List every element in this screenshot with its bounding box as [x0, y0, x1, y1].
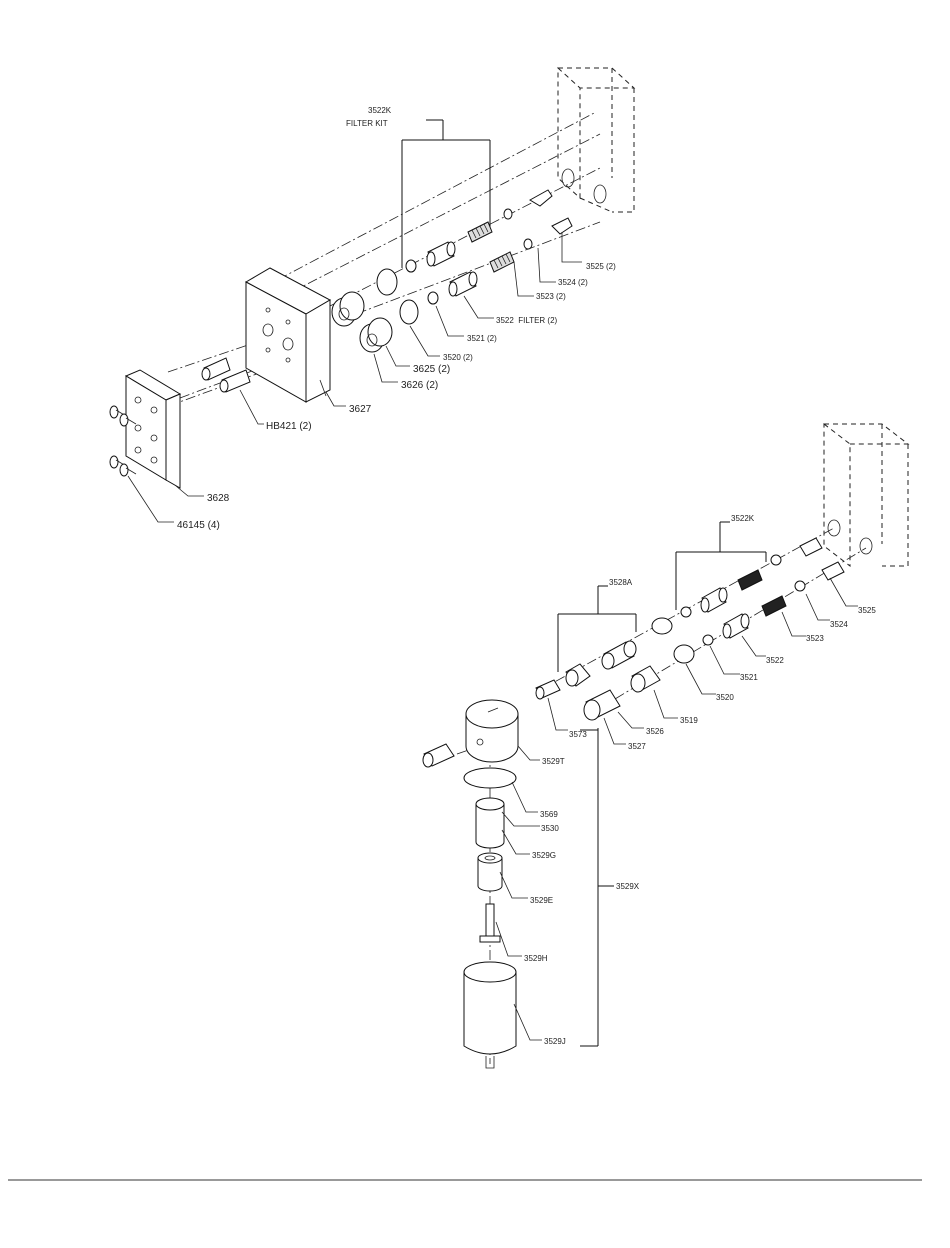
- top-manifold-outline: [558, 68, 634, 212]
- bottom-assembly-label: 3529X: [616, 882, 640, 891]
- head-side-fitting: [423, 744, 454, 767]
- callout-3520-2: 3520 (2): [443, 353, 473, 362]
- callout-b-3569: 3569: [540, 810, 558, 819]
- washer-3521-b-lower: [703, 635, 713, 645]
- top-kit-sublabel: FILTER KIT: [346, 119, 388, 128]
- callout-3628: 3628: [207, 493, 230, 504]
- callout-b-3519: 3519: [680, 716, 698, 725]
- spring-3523-b-upper: [738, 570, 762, 590]
- bottom-labels: 3522K 3528A 3529X 3525 3524 3523 3522 35…: [524, 514, 876, 1046]
- bottom-assembly-bracket: [580, 728, 614, 1046]
- washer-3524-b-lower: [795, 581, 805, 591]
- bottom-diagram: 3522K 3528A 3529X 3525 3524 3523 3522 35…: [423, 424, 908, 1068]
- washer-3521-lower: [428, 292, 438, 304]
- washer-3521-upper: [406, 260, 416, 272]
- callout-3625-2: 3625 (2): [413, 364, 450, 375]
- callout-b-3525: 3525: [858, 606, 876, 615]
- element-3529e: [478, 853, 502, 891]
- oring-3569: [464, 768, 516, 788]
- callout-hb421: HB421 (2): [266, 421, 312, 432]
- top-diagram: 3522K FILTER KIT 3525 (2) 3524 (2) 3523 …: [110, 68, 634, 531]
- callout-3521-2: 3521 (2): [467, 334, 497, 343]
- callout-46145: 46145 (4): [177, 520, 220, 531]
- element-3529g: [476, 798, 504, 848]
- callout-b-3573: 3573: [569, 730, 587, 739]
- callout-b-3521: 3521: [740, 673, 758, 682]
- fitting-3525-lower: [552, 218, 572, 234]
- fitting-3525-upper: [530, 190, 552, 206]
- filter-head-3529t: [466, 700, 518, 762]
- bottom-manifold-outline: [824, 424, 908, 566]
- callout-b-3520: 3520: [716, 693, 734, 702]
- plug-3625-pair: [332, 292, 392, 352]
- top-centerline-2: [276, 134, 600, 300]
- washer-3521-b-upper: [681, 607, 691, 617]
- callout-b-3529j: 3529J: [544, 1037, 566, 1046]
- callout-b-3527: 3527: [628, 742, 646, 751]
- oring-3520-upper: [377, 269, 397, 295]
- oring-3520-lower: [400, 300, 418, 324]
- spring-3523-upper: [468, 222, 492, 242]
- bottom-lower-fittings: [536, 666, 660, 720]
- callout-b-3523: 3523: [806, 634, 824, 643]
- callout-3522-filter: 3522 FILTER (2): [496, 316, 558, 325]
- fitting-3525-b-upper: [800, 538, 822, 556]
- oring-3520-b-upper: [652, 618, 672, 634]
- washer-3524-b-upper: [771, 555, 781, 565]
- washer-3524-upper: [504, 209, 512, 219]
- fitting-3525-b-lower: [822, 562, 844, 580]
- top-labels: 3522K FILTER KIT 3525 (2) 3524 (2) 3523 …: [177, 106, 616, 531]
- plate-3628: [126, 370, 180, 488]
- callout-b-3530: 3530: [541, 824, 559, 833]
- callout-b-3522: 3522: [766, 656, 784, 665]
- spring-3523-lower: [490, 252, 514, 272]
- bottom-kit-label: 3522K: [731, 514, 755, 523]
- callout-b-3526: 3526: [646, 727, 664, 736]
- washer-3524-lower: [524, 239, 532, 249]
- callout-3524-2: 3524 (2): [558, 278, 588, 287]
- callout-3523-2: 3523 (2): [536, 292, 566, 301]
- main-block-3627: [246, 268, 330, 402]
- top-leaders: [128, 232, 582, 522]
- bottom-3528a-parts: [566, 641, 636, 686]
- oring-3520-b-lower: [674, 645, 694, 663]
- callout-b-3524: 3524: [830, 620, 848, 629]
- callout-b-3529e: 3529E: [530, 896, 553, 905]
- callout-b-3529g: 3529G: [532, 851, 556, 860]
- top-kit-label: 3522K: [368, 106, 392, 115]
- callout-b-3529h: 3529H: [524, 954, 548, 963]
- callout-3627: 3627: [349, 404, 372, 415]
- callout-3525-2: 3525 (2): [586, 262, 616, 271]
- bowl-3529j: [464, 962, 516, 1068]
- bottom-group-label: 3528A: [609, 578, 633, 587]
- callout-b-3529t: 3529T: [542, 757, 565, 766]
- element-3529h: [480, 904, 500, 942]
- callout-3626-2: 3626 (2): [401, 380, 438, 391]
